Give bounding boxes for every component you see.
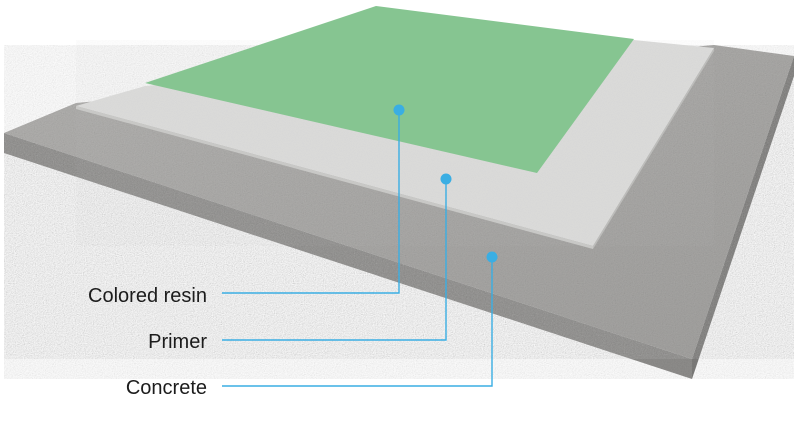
leader-dot-resin bbox=[393, 104, 405, 116]
primer-edge bbox=[76, 106, 593, 249]
leader-line-concrete bbox=[222, 257, 493, 387]
label-concrete: Concrete bbox=[125, 377, 207, 399]
colored-resin-layer bbox=[145, 6, 634, 173]
label-primer: Primer bbox=[148, 331, 207, 353]
concrete-right-face bbox=[692, 56, 794, 379]
leader-line-primer bbox=[222, 179, 447, 341]
concrete-front-face bbox=[4, 133, 692, 379]
primer-right-edge bbox=[593, 48, 714, 249]
leader-dot-primer bbox=[440, 173, 452, 185]
leader-line-resin bbox=[222, 110, 400, 294]
leader-dot-concrete bbox=[486, 251, 498, 263]
label-colored-resin: Colored resin bbox=[88, 285, 207, 307]
